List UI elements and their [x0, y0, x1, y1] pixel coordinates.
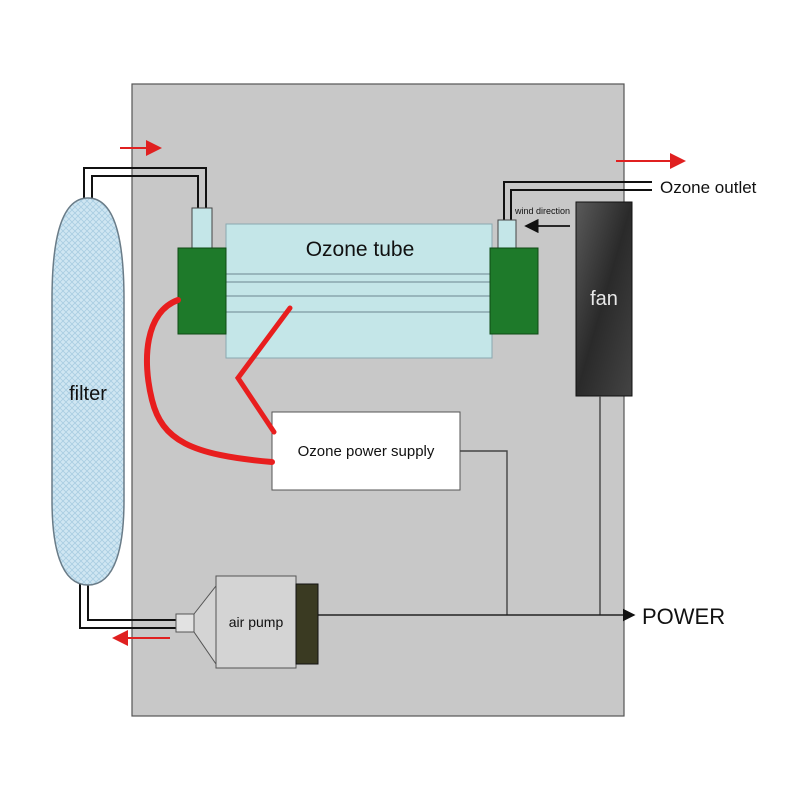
fan: fan	[575, 201, 633, 397]
hv-wire-right	[234, 305, 293, 435]
fan-label: fan	[590, 288, 618, 310]
hv-wire-left	[143, 297, 275, 465]
left-electrode	[177, 247, 227, 335]
right-electrode	[489, 247, 539, 335]
ozone-tube-label: Ozone tube	[306, 238, 415, 261]
power-supply-label: Ozone power supply	[298, 443, 435, 460]
ozone-power-supply: Ozone power supply	[271, 411, 461, 491]
filter-label: filter	[69, 383, 107, 405]
air-pump: air pump	[175, 575, 319, 669]
outlet-pipe	[503, 181, 652, 220]
filter: filter	[51, 197, 125, 586]
inlet-nozzle	[191, 207, 213, 249]
outlet-nozzle	[497, 219, 517, 251]
air-pump-label: air pump	[229, 614, 284, 630]
ozone-outlet-label: Ozone outlet	[660, 178, 757, 197]
wind-direction-label: wind direction	[514, 206, 570, 216]
pump-outlet-pipe	[79, 580, 178, 629]
power-wiring	[460, 396, 601, 615]
power-label: POWER	[642, 604, 725, 629]
inlet-pipe	[83, 167, 207, 208]
